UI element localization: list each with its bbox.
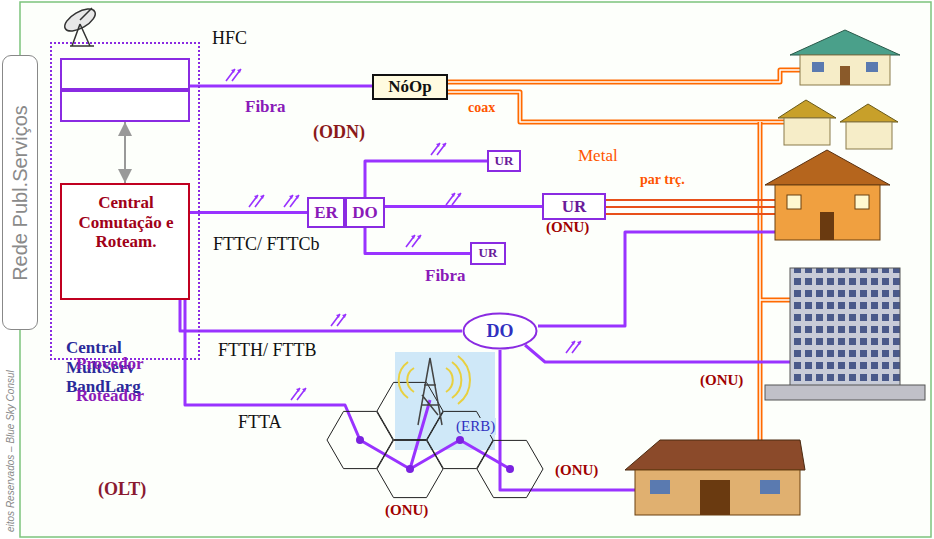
annotation: FTTC/ FTTCb xyxy=(213,234,320,255)
satellite-dish xyxy=(61,5,98,46)
annotation: coax xyxy=(468,100,495,116)
node-label: NóOp xyxy=(388,77,431,97)
annotation: (ONU) xyxy=(700,372,743,389)
network-band: Rede Publ.Serviços xyxy=(2,55,38,330)
splitter-ellipse: DO xyxy=(462,312,538,350)
low-building xyxy=(625,440,805,515)
node-label: UR xyxy=(562,197,587,217)
large-house xyxy=(765,150,890,240)
olt-box: Central Comutação e Roteam.(OLT) xyxy=(60,183,190,300)
process-box: DO xyxy=(345,197,385,228)
process-box: Roteador xyxy=(60,90,190,122)
fiber-link xyxy=(365,228,470,254)
central-group: Central MultServ BandLargProvedorRoteado… xyxy=(50,42,200,360)
node-label: (ONU) xyxy=(546,219,589,236)
annotation: Fibra xyxy=(425,266,466,286)
cell-nodes xyxy=(356,436,514,473)
optical-node-box: NóOp xyxy=(372,74,448,100)
fiber-link xyxy=(365,161,487,197)
annotation: (ONU) xyxy=(385,502,428,519)
node-label: Central Comutação e Roteam. xyxy=(70,193,182,252)
annotation: FTTH/ FTTB xyxy=(218,340,317,361)
node-label: Roteador xyxy=(76,386,168,406)
node-label: UR xyxy=(495,154,514,169)
node-label: Provedor xyxy=(76,354,168,374)
small-houses xyxy=(778,100,898,149)
radio-tower xyxy=(399,356,470,425)
process-box: ER xyxy=(307,197,345,228)
watermark: eitos Reservados – Blue Sky Consul xyxy=(5,370,17,532)
annotation: (ODN) xyxy=(313,122,365,143)
annotation: Fibra xyxy=(245,97,286,117)
annotation: Metal xyxy=(578,146,618,166)
radio-area xyxy=(395,352,495,450)
house-top xyxy=(790,30,900,85)
remote-unit-box: UR(ONU) xyxy=(542,193,606,220)
annotation: (ONU) xyxy=(555,462,598,479)
node-label: Rede Publ.Serviços xyxy=(9,105,32,281)
frame xyxy=(20,2,931,537)
fiber-link xyxy=(190,211,307,214)
node-label: DO xyxy=(487,321,514,342)
control-arrow xyxy=(124,122,126,183)
annotation: par trç. xyxy=(640,172,685,188)
remote-unit-box: UR xyxy=(470,242,506,265)
node-label: ER xyxy=(314,203,338,223)
remote-unit-box: UR xyxy=(487,150,521,172)
node-label: DO xyxy=(352,203,378,223)
annotation: (ERB) xyxy=(455,418,496,435)
process-box: Provedor xyxy=(60,58,190,90)
cell-grid xyxy=(327,382,543,497)
annotation: FTTA xyxy=(238,412,282,433)
annotation: HFC xyxy=(212,28,247,49)
fiber-link xyxy=(385,205,542,208)
fiber-link xyxy=(190,85,372,88)
node-label: UR xyxy=(479,246,498,261)
twisted-pair-lines xyxy=(606,200,775,214)
office-building xyxy=(765,268,925,400)
fiber-link xyxy=(180,300,462,331)
